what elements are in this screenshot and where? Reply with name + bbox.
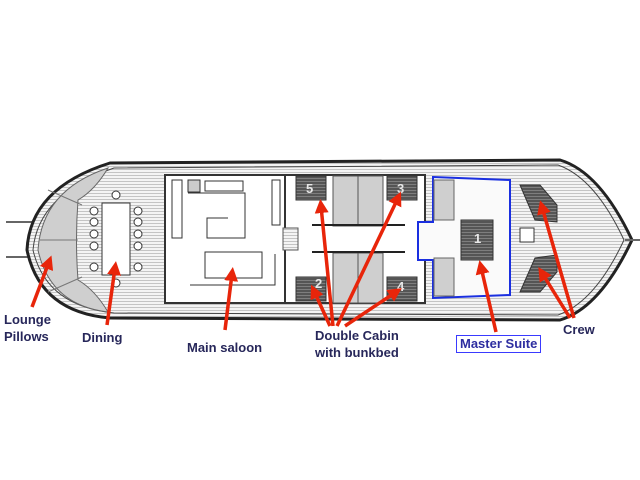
arrow-dining [105,261,121,326]
arrow-cabin-4 [344,288,402,328]
cabin-number-2: 2 [315,276,322,291]
arrow-saloon [223,267,239,331]
arrow-lounge [30,255,54,308]
label-double-cabin-line2: with bunkbed [315,345,399,360]
arrow-cabin-3 [335,191,402,327]
cabin-number-5: 5 [306,181,313,196]
arrow-cabin-2 [310,284,332,327]
dining-table [101,202,131,276]
label-main-saloon: Main saloon [187,340,263,355]
cabin-number-3: 3 [397,181,404,196]
label-lounge: Lounge [4,312,51,327]
label-crew: Crew [563,322,595,337]
dining-chairs [89,190,143,288]
cabin-number-1: 1 [474,231,481,246]
label-master-suite: Master Suite [456,335,542,353]
cabin-number-4: 4 [397,279,405,294]
label-pillows: Pillows [4,329,49,344]
arrows [30,191,576,333]
bathrooms [332,175,384,304]
label-lounge-pillows: Lounge Pillows [4,311,51,345]
arrow-crew-top [537,200,576,319]
arrow-crew-bottom [538,267,572,319]
label-double-cabin-line1: Double Cabin [315,328,399,343]
label-double-cabin: Double Cabin with bunkbed [315,327,399,361]
main-saloon [164,174,286,304]
label-dining: Dining [82,330,123,345]
arrow-master [475,260,498,333]
arrow-cabin-5 [314,199,335,327]
